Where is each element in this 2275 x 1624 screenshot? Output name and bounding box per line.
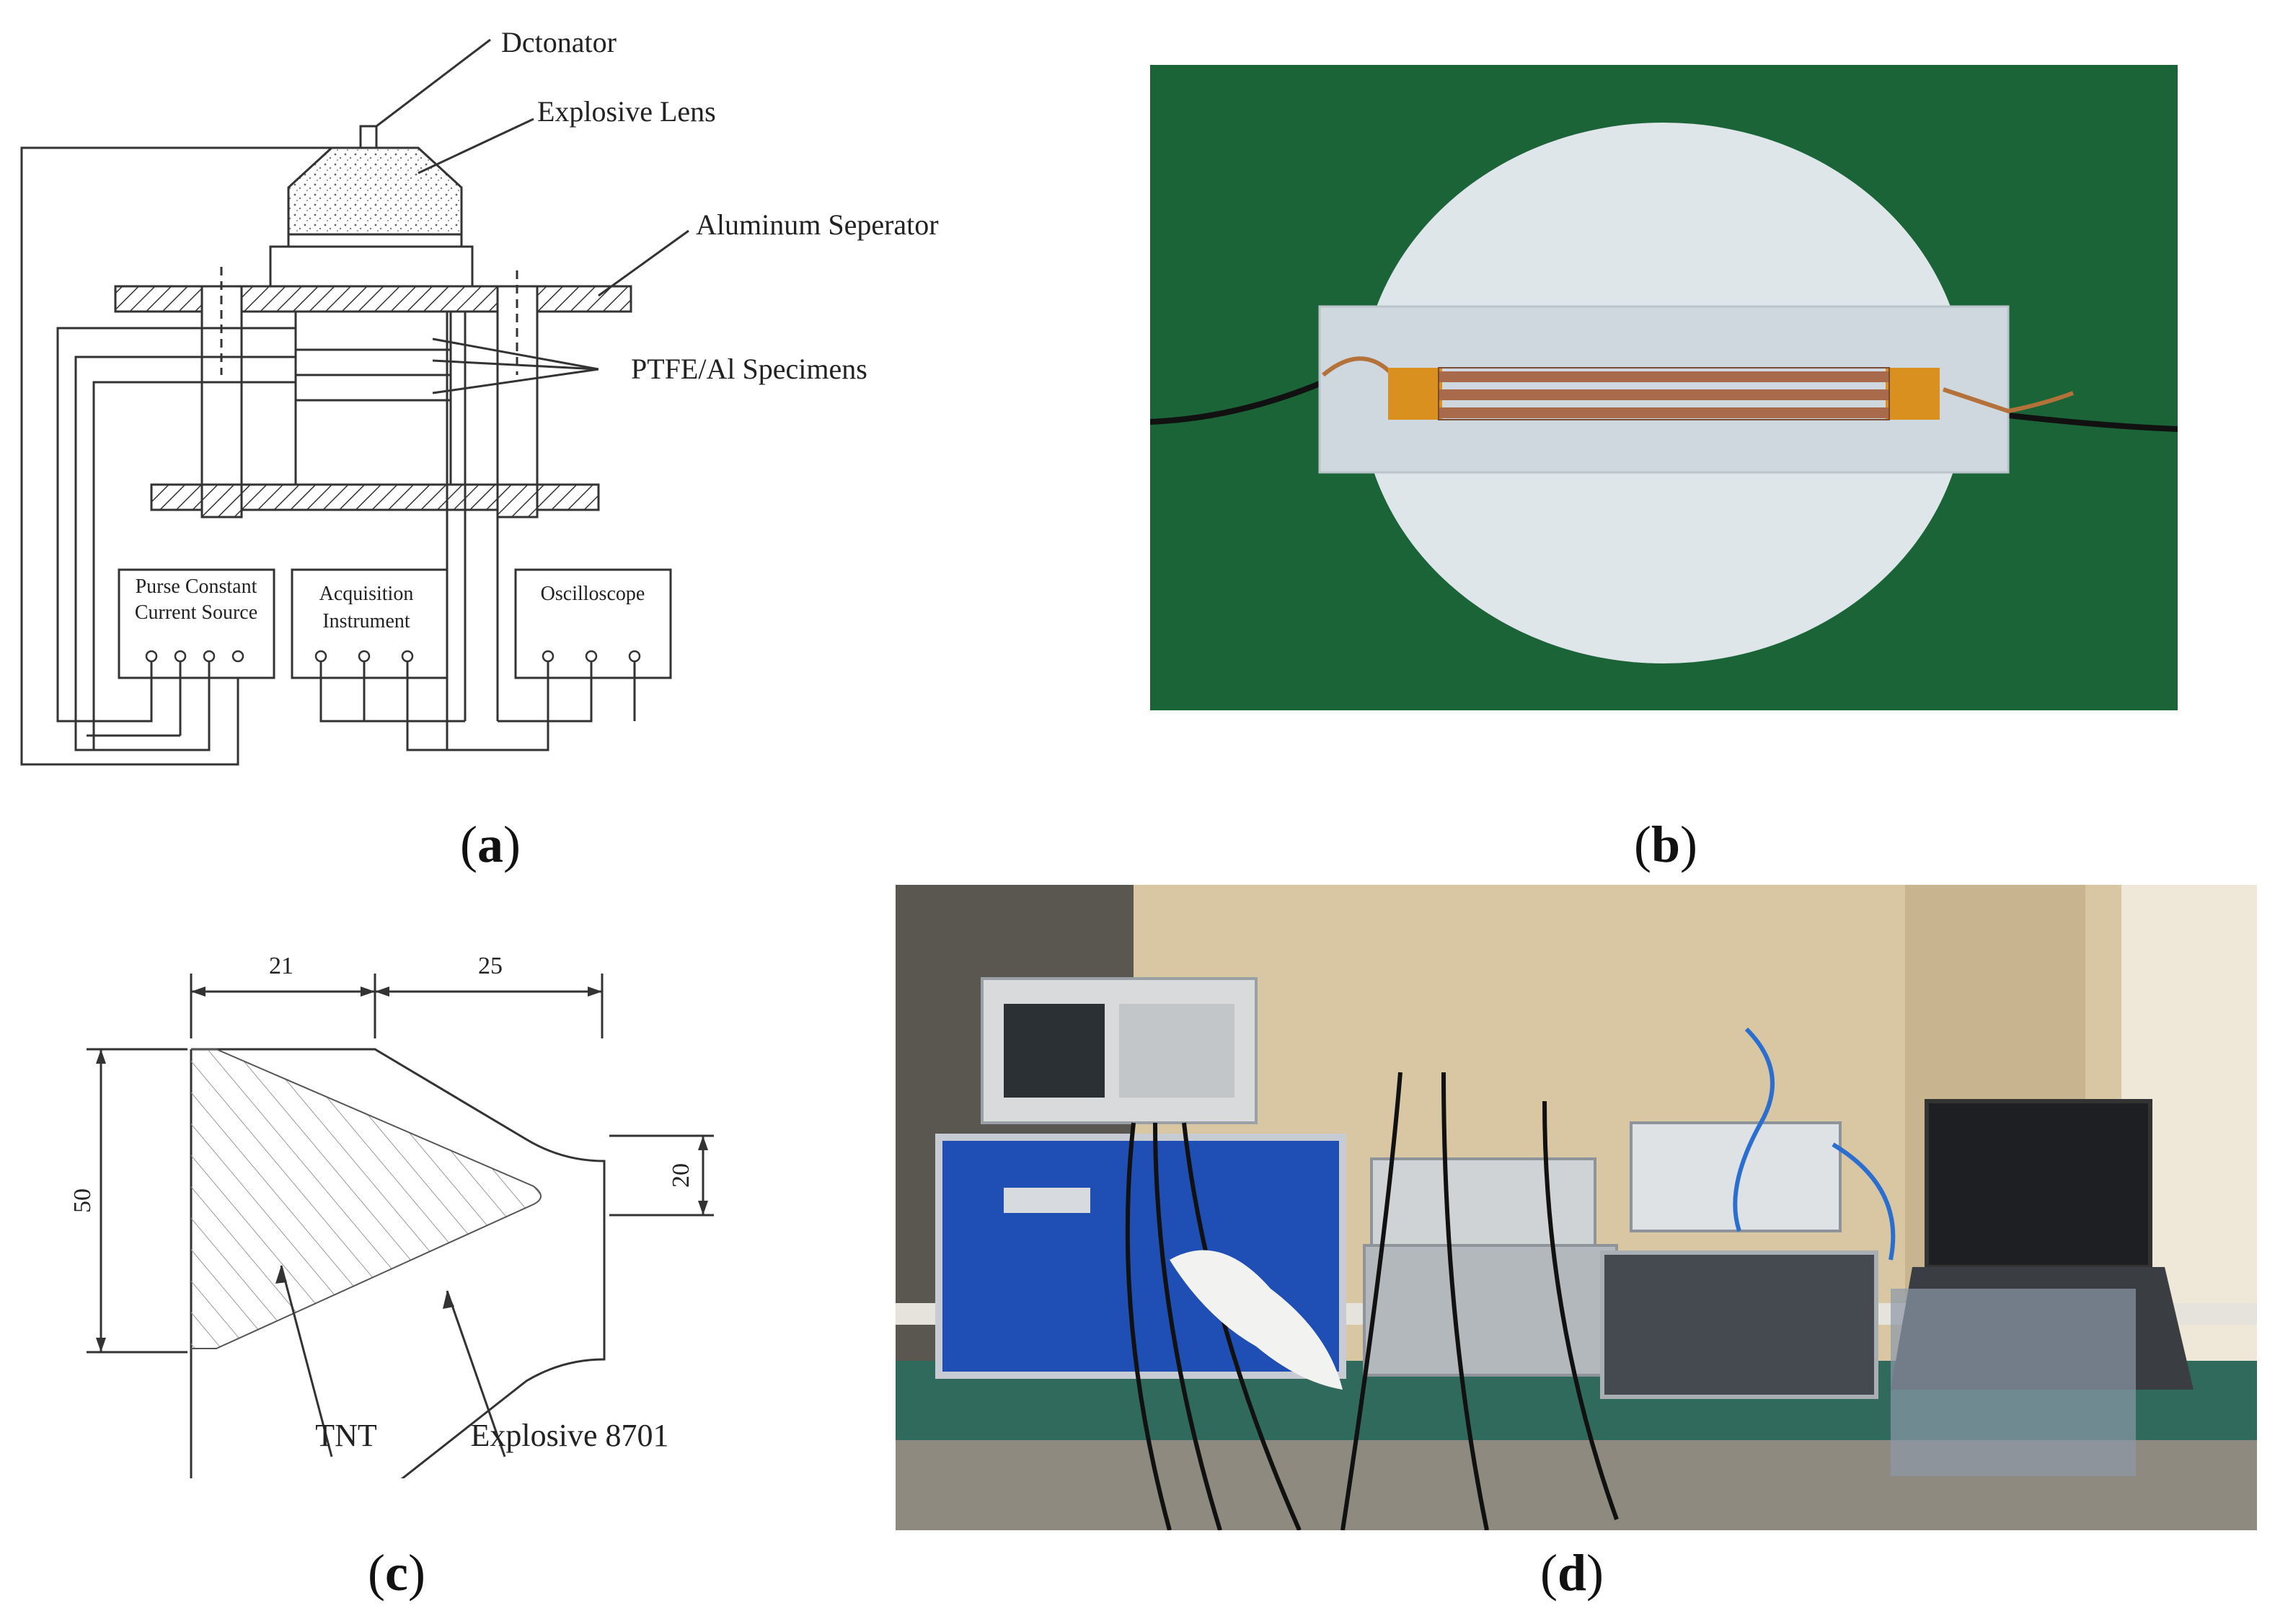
aluminum-separator-plate: [114, 285, 632, 313]
dim-top-right: 25: [478, 953, 503, 979]
panel-b-photo-specimen: [1149, 65, 2178, 710]
setup-photo: [896, 885, 2257, 1532]
dim-top-left: 21: [269, 953, 293, 979]
leader-specimen-2: [432, 359, 599, 371]
leader-detonator: [376, 38, 491, 128]
leader-specimen-3: [432, 368, 599, 394]
charge-outline: [191, 1048, 606, 1501]
acq-box-line1: Acquisition: [319, 583, 414, 605]
specimen-photo: [1149, 65, 2178, 710]
label-aluminum-separator: Aluminum Seperator: [696, 208, 939, 241]
scope-box-label: Oscilloscope: [541, 583, 645, 605]
caption-a: (a): [460, 816, 521, 873]
label-tnt: TNT: [315, 1418, 377, 1453]
schematic-drawing: Dctonator Explosive Lens Aluminum Sepera…: [20, 26, 939, 766]
panel-a-schematic: Dctonator Explosive Lens Aluminum Sepera…: [0, 0, 1046, 793]
source-box-line2: Current Source: [135, 601, 257, 624]
specimen-stack: [294, 310, 452, 486]
leader-specimen-1: [432, 337, 599, 371]
label-specimens: PTFE/Al Specimens: [631, 353, 867, 385]
label-explosive-8701: Explosive 8701: [471, 1418, 669, 1453]
source-box-line1: Purse Constant: [136, 575, 257, 598]
current-source-box: [118, 568, 275, 679]
caption-d: (d): [1540, 1544, 1604, 1602]
caption-c: (c): [368, 1544, 425, 1602]
leader-separator: [598, 229, 689, 297]
panel-c-charge-drawing: 21 25 50 20 TNT Explosive 8701: [0, 865, 793, 1501]
leader-lens: [418, 118, 534, 175]
detonator-shape: [359, 125, 378, 149]
caption-b: (b): [1633, 816, 1697, 873]
acq-box-line2: Instrument: [322, 610, 410, 632]
explosive-lens-shape: [287, 146, 463, 236]
label-detonator: Dctonator: [501, 26, 617, 58]
panel-d-photo-setup: [896, 885, 2257, 1532]
label-explosive-lens: Explosive Lens: [537, 95, 716, 128]
charge-drawing: 21 25 50 20 TNT Explosive 8701: [69, 953, 714, 1501]
dim-left: 50: [69, 1188, 96, 1213]
dim-right: 20: [668, 1163, 694, 1188]
wire-frame: [20, 146, 364, 766]
